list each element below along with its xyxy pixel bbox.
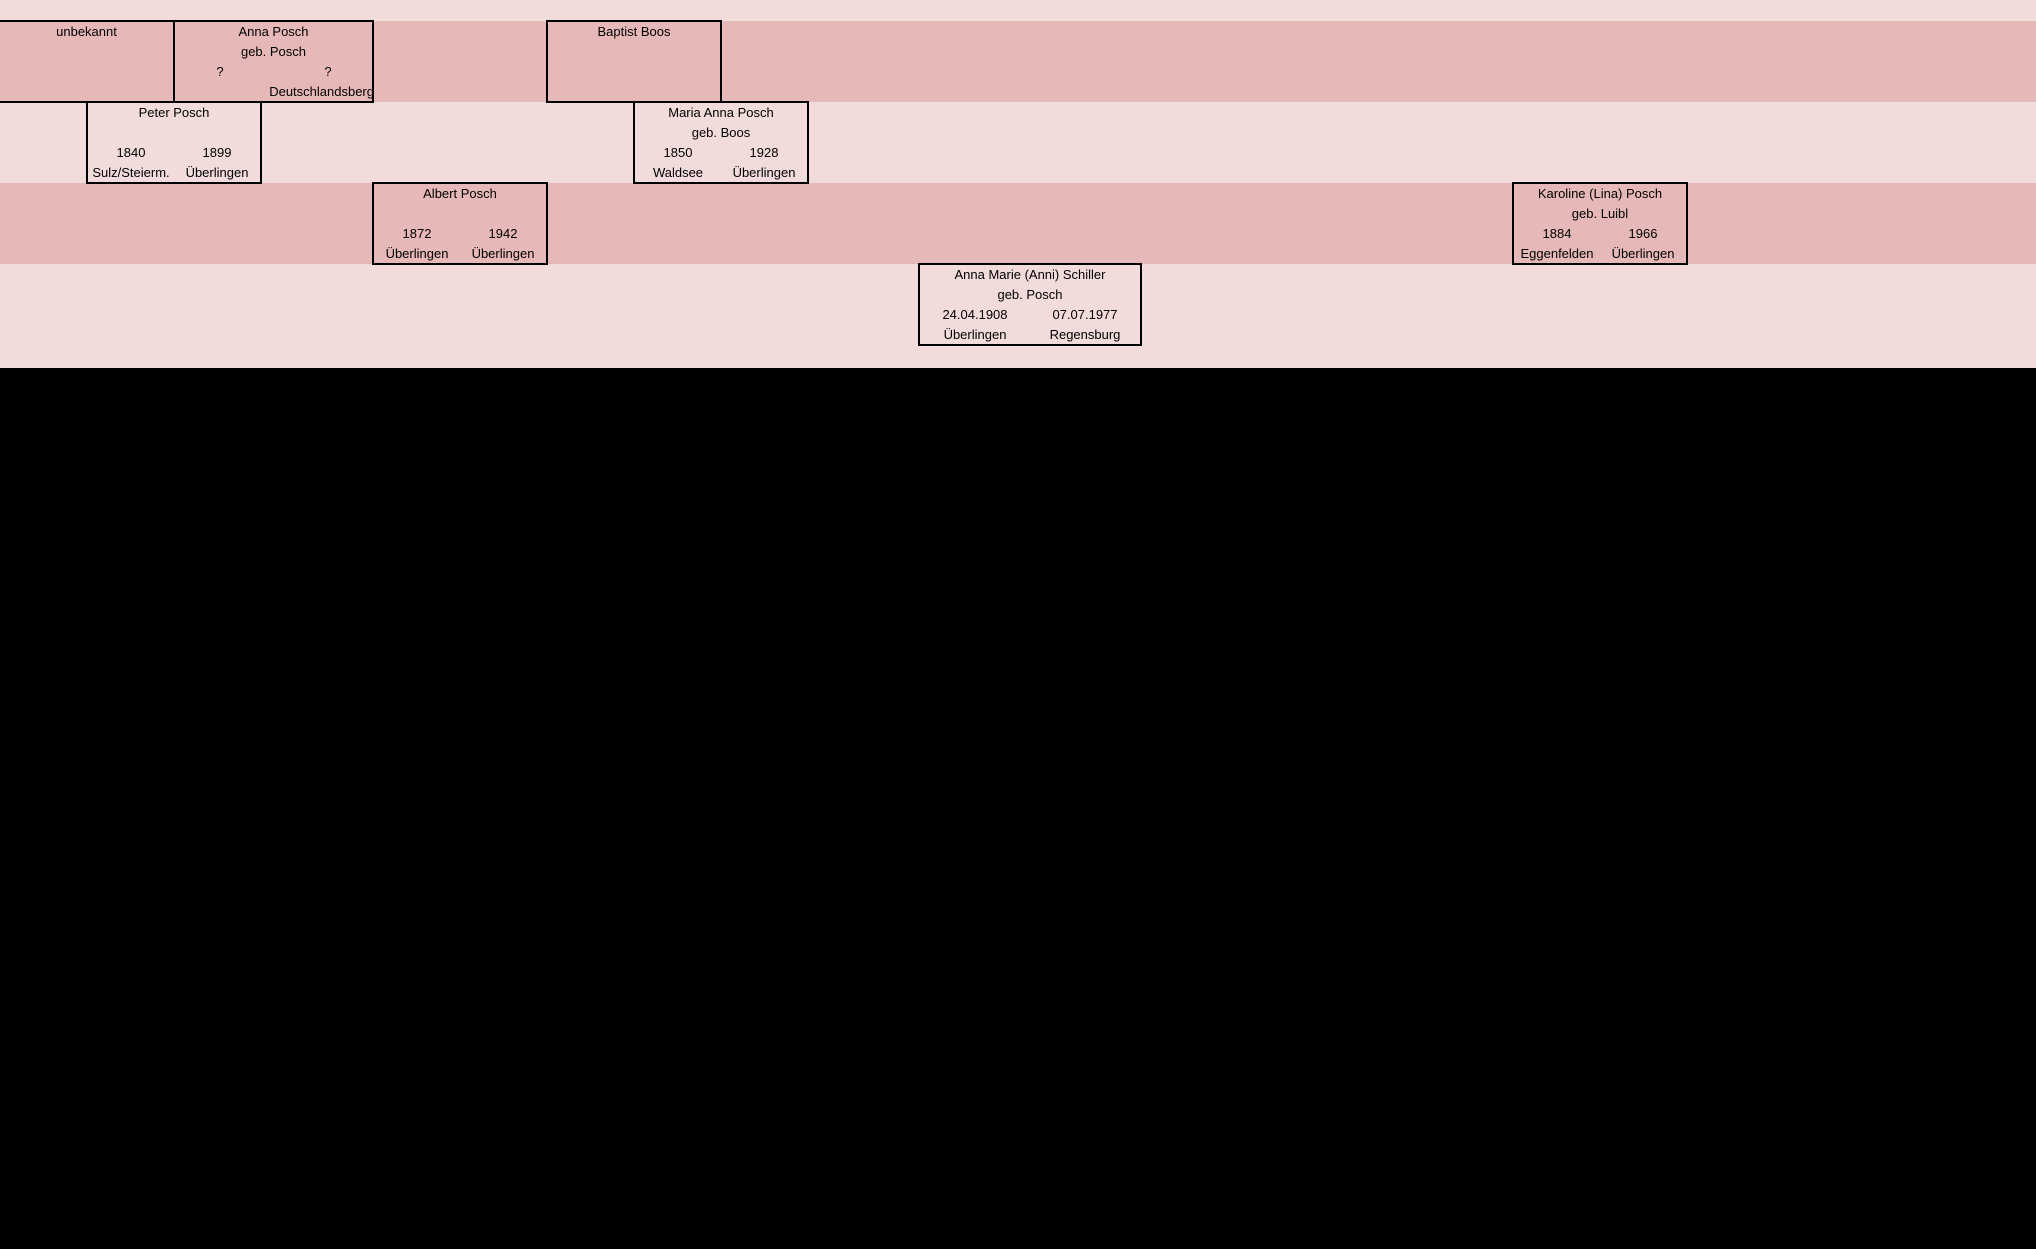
birth-place: Sulz/Steierm. [92,165,170,180]
person-name: Peter Posch [138,105,210,120]
person-card-maria-anna-posch: Maria Anna Posch geb. Boos 1850 1928 Wal… [633,101,809,184]
person-years-row: 1884 1966 [1514,224,1686,244]
death-year: 1928 [749,145,779,160]
birth-year: ? [216,64,224,79]
death-place: Deutschlandsberg [269,84,374,99]
person-maiden-name: geb. Posch [997,287,1063,302]
death-place: Regensburg [1049,327,1121,342]
person-card-anna-marie-schiller: Anna Marie (Anni) Schiller geb. Posch 24… [918,263,1142,346]
birth-place: Waldsee [652,165,704,180]
person-places-row: Überlingen Überlingen [374,244,546,264]
person-name: unbekannt [56,24,117,39]
death-place: Überlingen [185,165,249,180]
person-name: Anna Marie (Anni) Schiller [954,267,1106,282]
person-card-albert-posch: Albert Posch 1872 1942 Überlingen Überli… [372,182,548,265]
band-top [0,0,2036,21]
death-place: Überlingen [732,165,796,180]
person-places-row: Waldsee Überlingen [635,163,807,183]
birth-year: 1840 [116,145,146,160]
death-year: 1966 [1628,226,1658,241]
person-card-anna-posch: Anna Posch geb. Posch ? ? Deutschlandsbe… [173,20,374,103]
person-name: Baptist Boos [597,24,671,39]
death-place: Überlingen [1611,246,1675,261]
person-maiden-name: geb. Posch [240,44,307,59]
death-year: ? [324,64,332,79]
person-name: Albert Posch [423,186,497,201]
band-generation-1 [0,21,2036,102]
death-year: 1899 [202,145,232,160]
person-years-row: 1850 1928 [635,143,807,163]
birth-year: 1850 [663,145,693,160]
person-dates-row: 24.04.1908 07.07.1977 [920,305,1140,325]
person-years-row: ? ? [175,62,372,82]
person-maiden-name: geb. Boos [691,125,751,140]
person-card-karoline-posch: Karoline (Lina) Posch geb. Luibl 1884 19… [1512,182,1688,265]
band-generation-2 [0,102,2036,183]
person-card-peter-posch: Peter Posch 1840 1899 Sulz/Steierm. Über… [86,101,262,184]
person-years-row: 1840 1899 [88,143,260,163]
death-place: Überlingen [471,246,535,261]
band-generation-3 [0,183,2036,264]
family-tree-sheet: unbekannt Anna Posch geb. Posch ? ? Deut… [0,0,2036,368]
birth-place: Eggenfelden [1520,246,1594,261]
death-year: 1942 [488,226,518,241]
birth-place: Überlingen [943,327,1007,342]
birth-year: 1884 [1542,226,1572,241]
band-generation-4 [0,264,2036,368]
person-name: Anna Posch [238,24,309,39]
person-places-row: Sulz/Steierm. Überlingen [88,163,260,183]
person-maiden-name: geb. Luibl [1571,206,1629,221]
person-places-row: Überlingen Regensburg [920,325,1140,345]
person-years-row: 1872 1942 [374,224,546,244]
person-places-row: Deutschlandsberg [175,82,374,102]
birth-date: 24.04.1908 [942,307,1008,322]
person-card-unbekannt: unbekannt [0,20,175,103]
birth-place: Überlingen [385,246,449,261]
person-name: Karoline (Lina) Posch [1537,186,1663,201]
person-places-row: Eggenfelden Überlingen [1514,244,1686,264]
death-date: 07.07.1977 [1052,307,1118,322]
person-name: Maria Anna Posch [668,105,774,120]
birth-year: 1872 [402,226,432,241]
person-card-baptist-boos: Baptist Boos [546,20,722,103]
